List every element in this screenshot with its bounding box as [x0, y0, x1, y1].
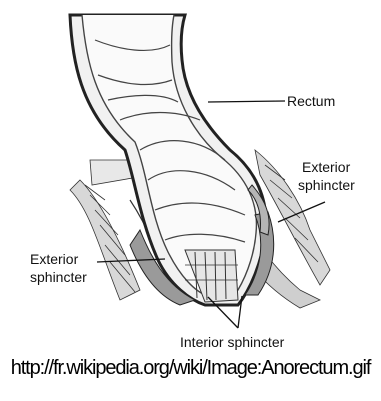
- label-exterior-sphincter-left-line2: sphincter: [30, 269, 87, 285]
- label-rectum: Rectum: [287, 93, 335, 109]
- label-exterior-sphincter-left-line1: Exterior: [30, 251, 79, 267]
- source-caption: http://fr.wikipedia.org/wiki/Image:Anore…: [0, 357, 381, 380]
- rectum-leader: [208, 101, 285, 102]
- label-exterior-sphincter-right-line2: sphincter: [298, 177, 355, 193]
- label-interior-sphincter: Interior sphincter: [180, 334, 285, 350]
- label-exterior-sphincter-right-line1: Exterior: [302, 159, 351, 175]
